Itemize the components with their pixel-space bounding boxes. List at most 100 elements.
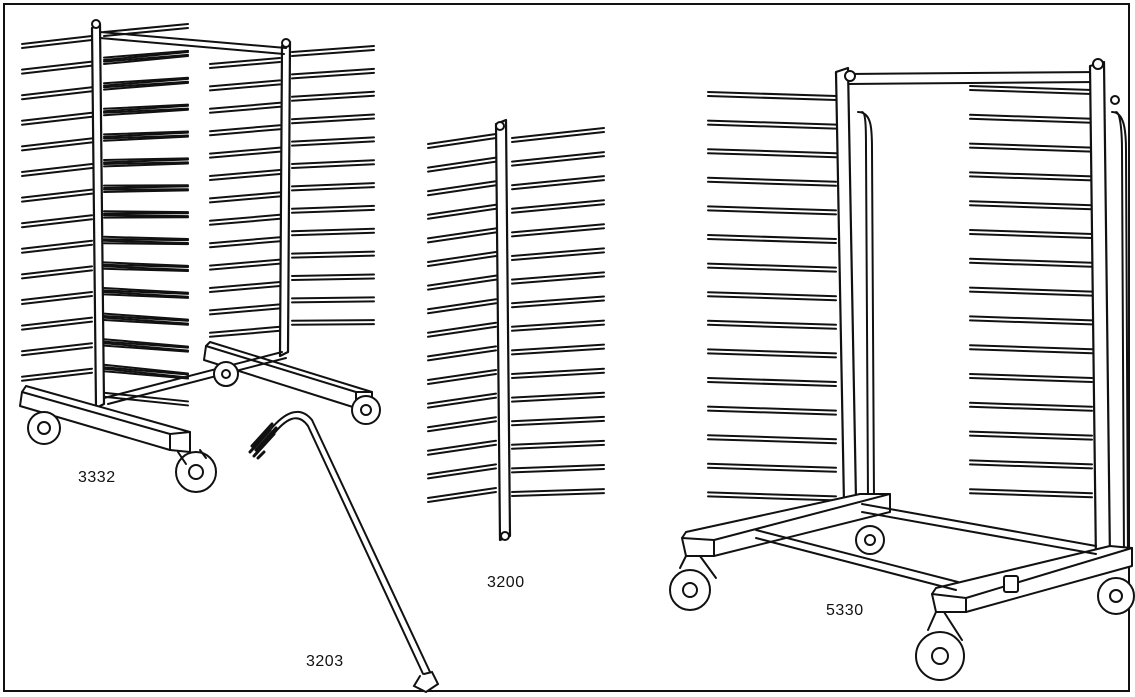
rack-3200-rail bbox=[511, 367, 605, 379]
rack-3332-rail bbox=[21, 188, 93, 203]
rack-3200-rail bbox=[511, 464, 605, 474]
rack-3332-rail bbox=[103, 157, 189, 165]
rack-5330-rail bbox=[707, 176, 837, 187]
rack-3332-rail bbox=[103, 212, 189, 219]
rack-3200-rail bbox=[511, 488, 605, 497]
rack-5330-rail bbox=[707, 348, 837, 359]
rack-3200-rail bbox=[511, 223, 605, 238]
rack-3332-rail bbox=[209, 146, 281, 159]
rack-5330-front-left-upright bbox=[834, 66, 858, 506]
rack-3332-rail bbox=[21, 291, 93, 305]
rack-3332-rail bbox=[103, 287, 189, 298]
label-3200: 3200 bbox=[487, 574, 525, 591]
rack-3332-rail bbox=[21, 60, 93, 75]
rack-3200-rail bbox=[427, 203, 497, 220]
rack-3332-rail bbox=[291, 250, 375, 259]
rack-3332-rail bbox=[103, 130, 189, 140]
rack-3200-rail bbox=[511, 295, 605, 309]
rack-5330-rail bbox=[969, 459, 1093, 470]
rack-3332-rail bbox=[103, 340, 189, 353]
rack-5330-rail bbox=[707, 205, 837, 216]
rack-3332-rail bbox=[291, 67, 375, 80]
rack-3332-rail bbox=[291, 159, 375, 169]
rack-5330-rail bbox=[707, 262, 837, 273]
caster-wheel bbox=[175, 449, 217, 493]
rack-3200-rail bbox=[511, 415, 605, 427]
rack-3332-rail bbox=[209, 79, 281, 92]
rack-5330-rail bbox=[969, 113, 1093, 124]
rack-5330-rail bbox=[707, 148, 837, 159]
caster-wheel bbox=[1097, 577, 1135, 615]
rack-3200-rail bbox=[427, 274, 497, 291]
rack-5330-rail bbox=[969, 401, 1093, 412]
rack-3200-rail bbox=[511, 151, 605, 167]
rack-3332-rail bbox=[103, 51, 189, 65]
rack-3200-rail bbox=[511, 175, 605, 191]
rack-5330-rail bbox=[707, 319, 837, 330]
rack-3332-rail bbox=[21, 111, 93, 126]
rack-3332-rail bbox=[21, 163, 93, 177]
rack-3332-rail bbox=[209, 258, 281, 271]
rack-3200-rail bbox=[427, 321, 497, 338]
rack-5330-rail bbox=[969, 286, 1093, 297]
rack-3200-rail bbox=[427, 298, 497, 315]
rack-3332-rail bbox=[103, 363, 189, 379]
rack-3200-rail bbox=[427, 487, 497, 503]
rack-3332-rail bbox=[21, 239, 93, 254]
rack-3332-rail bbox=[103, 49, 189, 63]
rack-3332-rail bbox=[103, 315, 189, 326]
rack-3332-rail bbox=[103, 104, 189, 117]
rack-3332-rail bbox=[209, 281, 281, 293]
rack-5330-rail bbox=[707, 377, 837, 387]
rack-3200-rail bbox=[427, 416, 497, 433]
tool-3203-shaft bbox=[269, 410, 431, 673]
rack-5330-rail bbox=[969, 373, 1093, 383]
rack-frame-3200 bbox=[427, 118, 605, 542]
rack-3332-rail bbox=[21, 316, 93, 331]
rack-5330-rail bbox=[969, 315, 1093, 326]
rack-3332-rail bbox=[291, 273, 375, 281]
rack-3332-rail bbox=[291, 204, 375, 214]
rack-3200-rail bbox=[511, 391, 605, 403]
rack-3332-rear-upright bbox=[278, 40, 292, 358]
label-3332: 3332 bbox=[78, 469, 116, 486]
rack-3332-top-cap bbox=[91, 19, 101, 29]
rack-3332-cross-bar bbox=[103, 351, 287, 405]
rack-5330-rail bbox=[707, 491, 837, 502]
rack-5330-rail bbox=[707, 119, 837, 130]
rack-3332-rail bbox=[103, 261, 189, 271]
rack-3200-rail bbox=[427, 392, 497, 409]
rack-3332-rail bbox=[103, 184, 189, 191]
rack-3332-right-rails bbox=[209, 45, 375, 338]
tool-3203-hook bbox=[412, 670, 440, 694]
rack-3332-left-rails bbox=[21, 23, 189, 407]
rack-3332-rail bbox=[103, 185, 189, 193]
rack-3332-rail bbox=[103, 23, 189, 37]
rack-3332-rail bbox=[209, 57, 281, 69]
caster-wheel bbox=[351, 395, 381, 425]
rack-5330-right-rails bbox=[969, 85, 1093, 499]
rack-5330-front-right-upright bbox=[1088, 60, 1112, 566]
rack-3332-rail bbox=[291, 182, 375, 192]
rack-3332-rail bbox=[209, 236, 281, 249]
caster-wheel bbox=[669, 555, 717, 611]
rack-5330-rail bbox=[707, 91, 837, 101]
rack-5330-cross-bar bbox=[755, 529, 959, 591]
rack-3332-rail bbox=[21, 35, 93, 49]
rack-3332-rail bbox=[103, 338, 189, 352]
rack-5330-rail bbox=[707, 291, 837, 302]
rack-3332-rail bbox=[291, 136, 375, 147]
rack-3200-rail bbox=[427, 180, 497, 197]
rack-3332-rail bbox=[21, 367, 93, 382]
rack-trolley-5330 bbox=[669, 58, 1135, 681]
rack-3200-rail bbox=[511, 247, 605, 261]
rack-3332-rail bbox=[103, 289, 189, 299]
rack-3332-rail bbox=[21, 86, 93, 101]
rack-5330-rail bbox=[969, 344, 1093, 355]
rack-3332-rail bbox=[103, 77, 189, 91]
caster-wheel bbox=[27, 411, 61, 445]
rack-3332-rail bbox=[21, 265, 93, 280]
rack-3200-rail bbox=[427, 463, 497, 480]
rack-3200-rail bbox=[427, 369, 497, 385]
